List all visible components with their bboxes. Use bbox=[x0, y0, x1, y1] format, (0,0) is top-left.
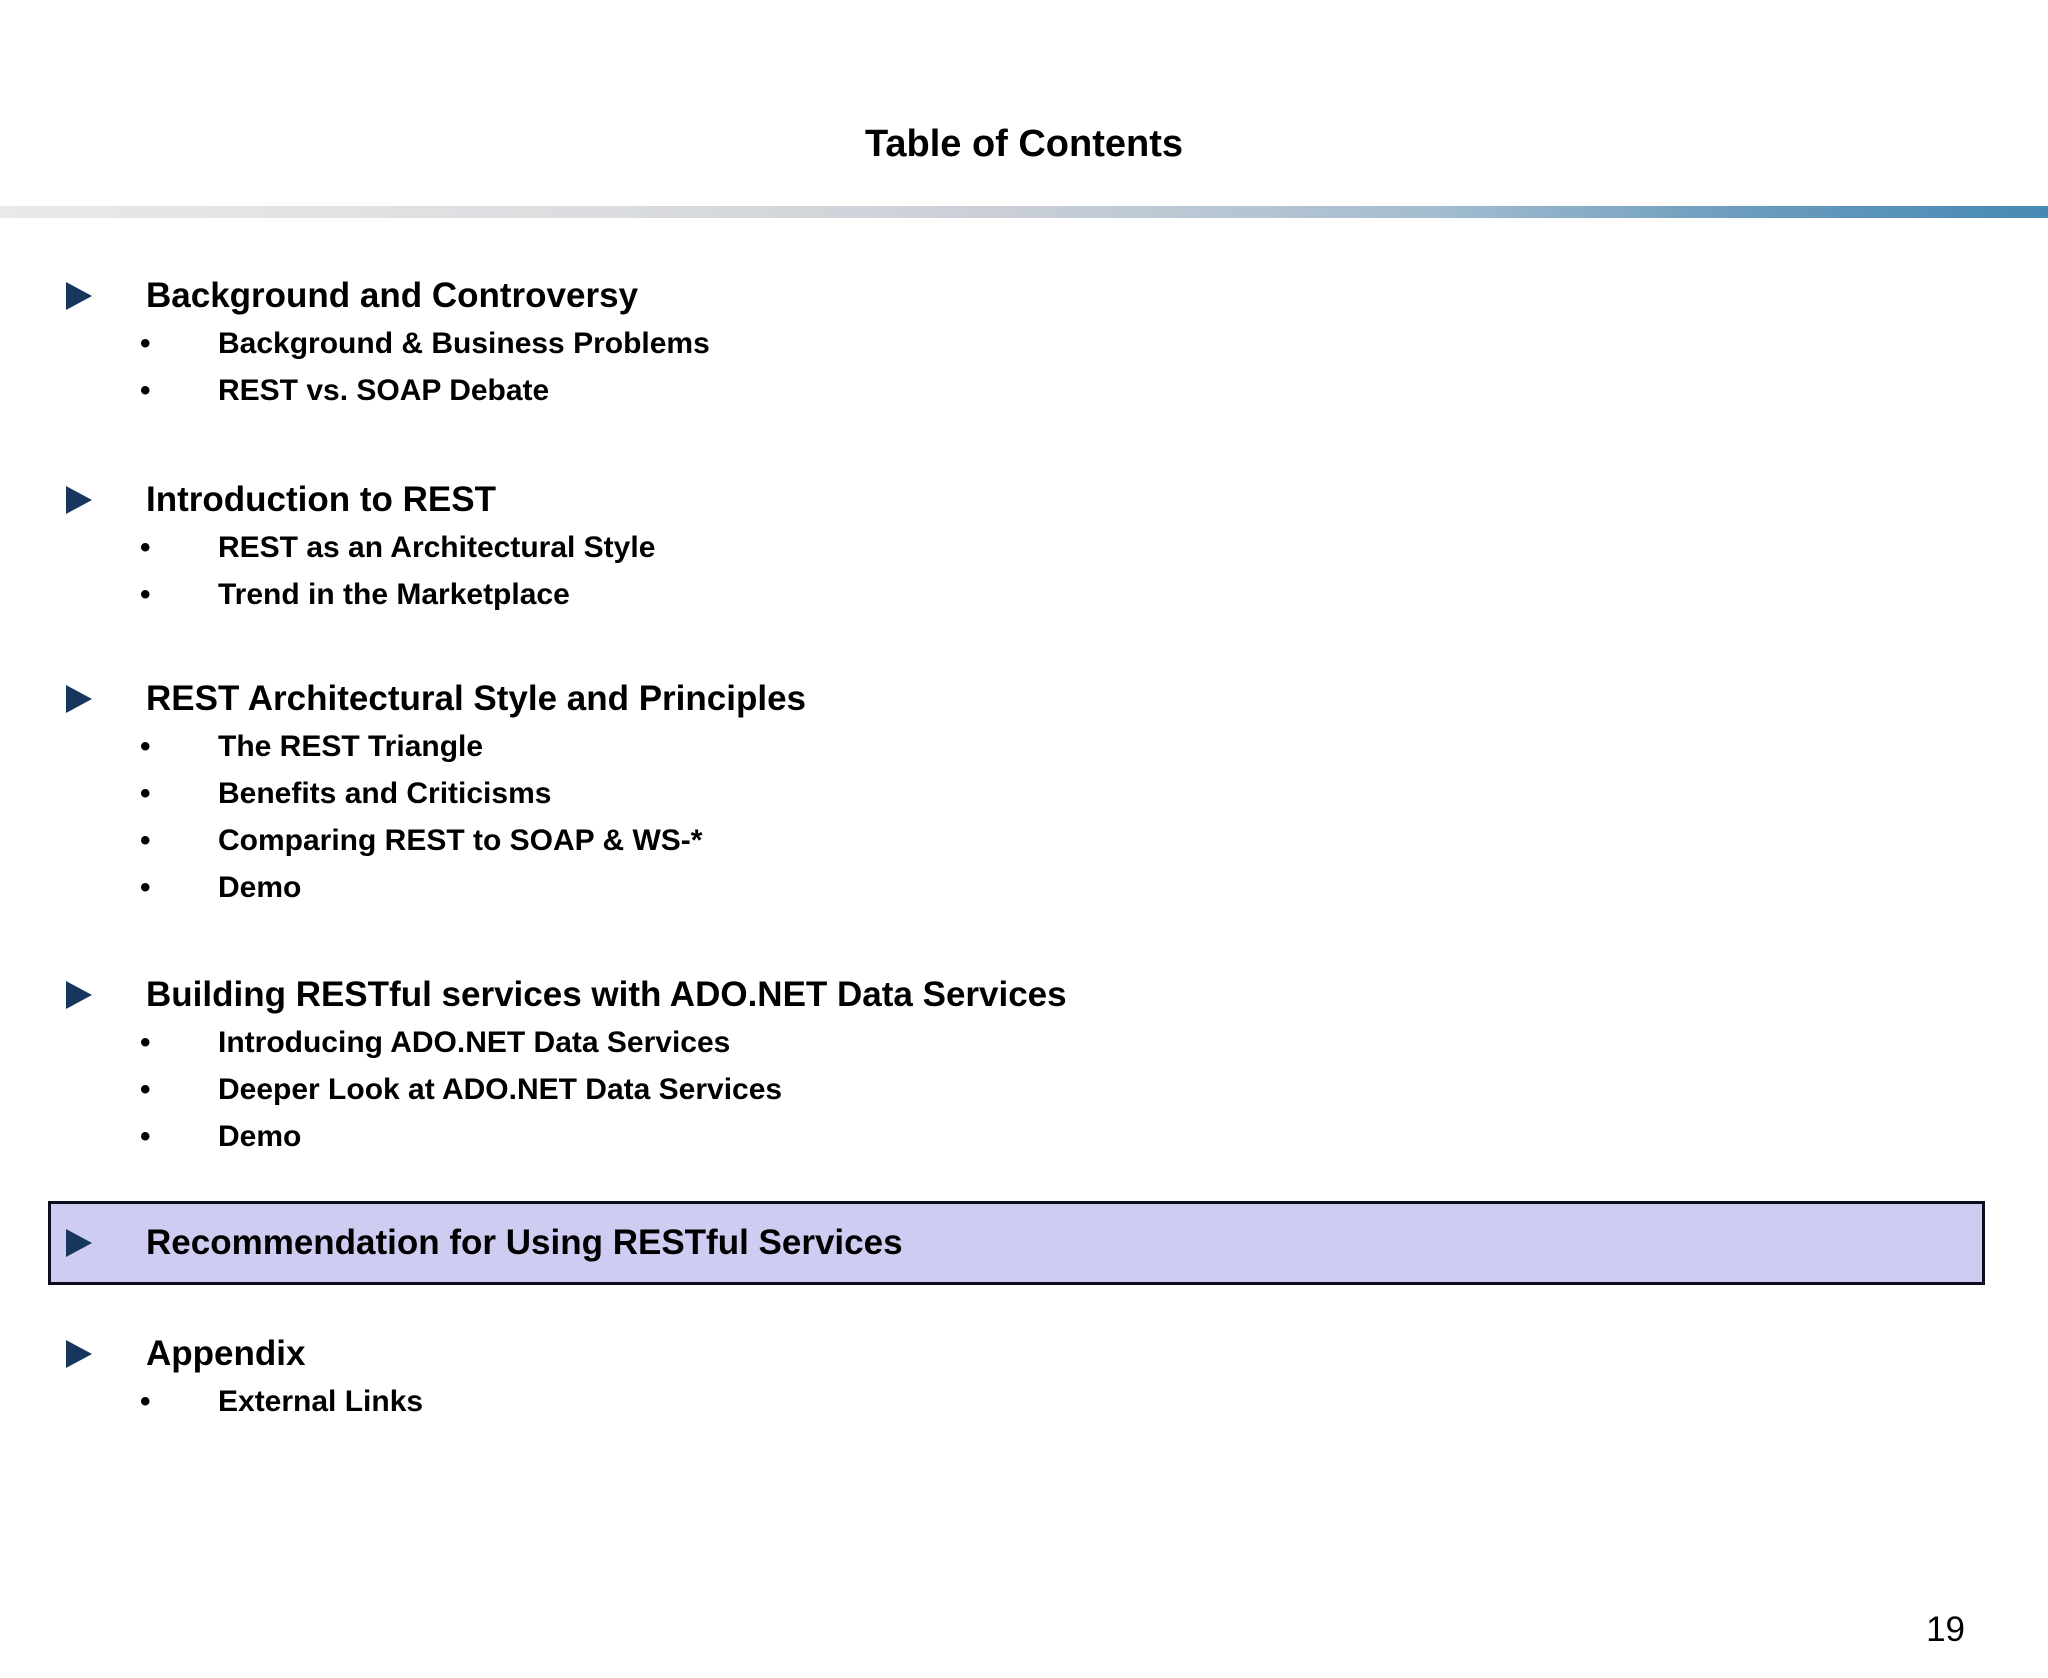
toc-section-label: Introduction to REST bbox=[146, 480, 496, 519]
toc-section-label: Appendix bbox=[146, 1334, 306, 1373]
toc-subitem: • External Links bbox=[0, 1378, 2048, 1425]
toc-section: REST Architectural Style and Principles bbox=[0, 675, 2048, 723]
toc-section-group: Appendix • External Links bbox=[0, 1330, 2048, 1425]
toc-subitem: • Demo bbox=[0, 864, 2048, 911]
toc-subitem: • Trend in the Marketplace bbox=[0, 571, 2048, 618]
arrow-bullet-icon bbox=[66, 282, 92, 310]
toc-subitem: • Comparing REST to SOAP & WS-* bbox=[0, 817, 2048, 864]
toc-subitem-label: Demo bbox=[218, 1119, 302, 1153]
arrow-bullet-icon bbox=[66, 685, 92, 713]
toc-subitem-label: REST as an Architectural Style bbox=[218, 530, 656, 564]
toc-section: Appendix bbox=[0, 1330, 2048, 1378]
toc-section-label: Background and Controversy bbox=[146, 276, 639, 315]
toc-subitem-label: Background & Business Problems bbox=[218, 326, 710, 360]
arrow-bullet-icon bbox=[66, 1229, 92, 1257]
toc-section: Building RESTful services with ADO.NET D… bbox=[0, 971, 2048, 1019]
toc-subitem-label: Deeper Look at ADO.NET Data Services bbox=[218, 1072, 783, 1106]
toc-subitem: • The REST Triangle bbox=[0, 723, 2048, 770]
dot-bullet-icon: • bbox=[140, 729, 151, 763]
toc-section-group: Introduction to REST • REST as an Archit… bbox=[0, 476, 2048, 618]
toc-section-label: Recommendation for Using RESTful Service… bbox=[146, 1223, 903, 1262]
page-number: 19 bbox=[1926, 1610, 1965, 1649]
toc-section-group: REST Architectural Style and Principles … bbox=[0, 675, 2048, 911]
toc-subitem-label: Benefits and Criticisms bbox=[218, 776, 552, 810]
dot-bullet-icon: • bbox=[140, 373, 151, 407]
title-divider-gradient-bar bbox=[0, 206, 2048, 218]
toc-section-group: Background and Controversy • Background … bbox=[0, 272, 2048, 414]
page-title: Table of Contents bbox=[864, 123, 1184, 165]
toc-subitem: • Demo bbox=[0, 1113, 2048, 1160]
toc-section: Introduction to REST bbox=[0, 476, 2048, 524]
toc-subitem-label: Introducing ADO.NET Data Services bbox=[218, 1025, 731, 1059]
dot-bullet-icon: • bbox=[140, 577, 151, 611]
dot-bullet-icon: • bbox=[140, 530, 151, 564]
dot-bullet-icon: • bbox=[140, 1025, 151, 1059]
dot-bullet-icon: • bbox=[140, 1384, 151, 1418]
dot-bullet-icon: • bbox=[140, 870, 151, 904]
toc-subitem-label: The REST Triangle bbox=[218, 729, 484, 763]
dot-bullet-icon: • bbox=[140, 326, 151, 360]
toc-subitem: • Background & Business Problems bbox=[0, 320, 2048, 367]
dot-bullet-icon: • bbox=[140, 823, 151, 857]
toc-subitem-label: Trend in the Marketplace bbox=[218, 577, 570, 611]
toc-subitem-label: Comparing REST to SOAP & WS-* bbox=[218, 823, 703, 857]
arrow-bullet-icon bbox=[66, 1340, 92, 1368]
dot-bullet-icon: • bbox=[140, 776, 151, 810]
toc-subitem: • REST vs. SOAP Debate bbox=[0, 367, 2048, 414]
arrow-bullet-icon bbox=[66, 486, 92, 514]
toc-section: Background and Controversy bbox=[0, 272, 2048, 320]
slide: Table of Contents Background and Controv… bbox=[0, 118, 2048, 1678]
dot-bullet-icon: • bbox=[140, 1072, 151, 1106]
toc-section-label: Building RESTful services with ADO.NET D… bbox=[146, 975, 1067, 1014]
toc-subitem: • Introducing ADO.NET Data Services bbox=[0, 1019, 2048, 1066]
toc-subitem-label: Demo bbox=[218, 870, 302, 904]
toc-subitem: • REST as an Architectural Style bbox=[0, 524, 2048, 571]
toc-subitem: • Deeper Look at ADO.NET Data Services bbox=[0, 1066, 2048, 1113]
table-of-contents: Background and Controversy • Background … bbox=[0, 272, 2048, 1425]
toc-subitem-label: REST vs. SOAP Debate bbox=[218, 373, 550, 407]
arrow-bullet-icon bbox=[66, 981, 92, 1009]
toc-section-group: Building RESTful services with ADO.NET D… bbox=[0, 971, 2048, 1160]
toc-section-label: REST Architectural Style and Principles bbox=[146, 679, 807, 718]
toc-subitem-label: External Links bbox=[218, 1384, 424, 1418]
toc-section-highlighted: Recommendation for Using RESTful Service… bbox=[48, 1201, 1985, 1285]
toc-subitem: • Benefits and Criticisms bbox=[0, 770, 2048, 817]
dot-bullet-icon: • bbox=[140, 1119, 151, 1153]
